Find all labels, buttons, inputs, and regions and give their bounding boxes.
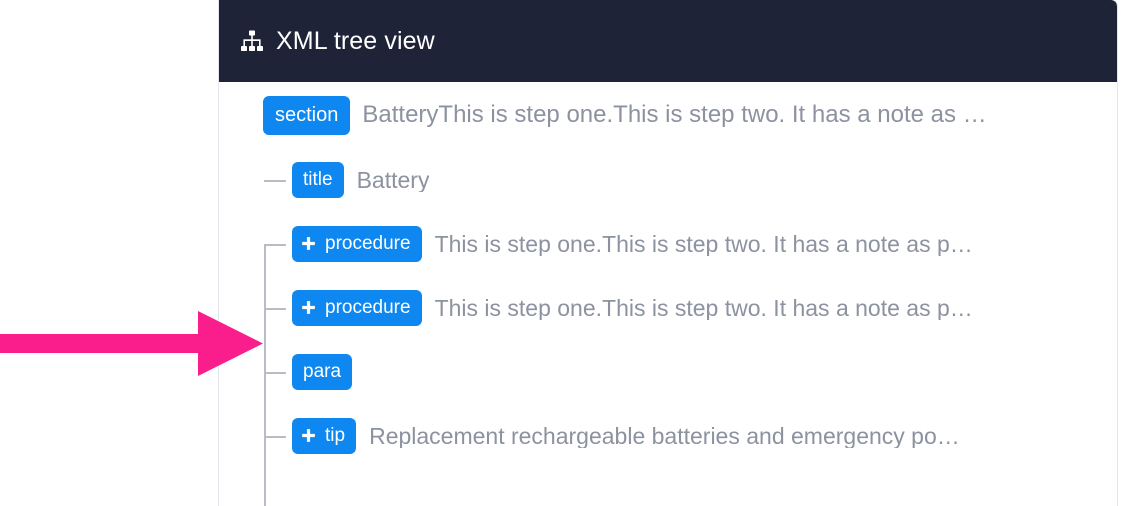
tag-badge-title[interactable]: title [292, 162, 344, 198]
tag-badge-label: procedure [325, 297, 411, 318]
sitemap-icon [241, 30, 263, 51]
node-preview-text: This is step one.This is step two. It ha… [434, 296, 973, 320]
node-preview-text: Battery [356, 168, 430, 192]
tree-row-procedure-2[interactable]: procedure This is step one.This is step … [219, 276, 1117, 340]
tag-badge-label: title [303, 169, 333, 190]
expand-plus-icon[interactable] [301, 428, 316, 443]
tree-trunk-line [264, 245, 266, 506]
tag-badge-procedure[interactable]: procedure [292, 290, 422, 326]
tree-row-tip[interactable]: tip Replacement rechargeable batteries a… [219, 404, 1117, 468]
tag-badge-procedure[interactable]: procedure [292, 226, 422, 262]
card-header: XML tree view [219, 0, 1117, 82]
tag-badge-label: procedure [325, 233, 411, 254]
tag-badge-section[interactable]: section [263, 95, 351, 135]
expand-plus-icon[interactable] [301, 300, 316, 315]
tag-badge-label: para [303, 361, 342, 382]
node-preview-text: This is step one.This is step two. It ha… [434, 232, 973, 256]
tree-row-title[interactable]: title Battery [219, 148, 1117, 212]
tree-body: section BatteryThis is step one.This is … [219, 82, 1117, 506]
tree-row-para[interactable]: para [219, 340, 1117, 404]
tag-badge-tip[interactable]: tip [292, 418, 357, 454]
tree-row-section[interactable]: section BatteryThis is step one.This is … [219, 82, 1117, 148]
tag-badge-para[interactable]: para [292, 354, 353, 390]
tree-row-procedure-1[interactable]: procedure This is step one.This is step … [219, 212, 1117, 276]
tag-badge-label: tip [325, 425, 346, 446]
node-preview-text: BatteryThis is step one.This is step two… [362, 103, 987, 127]
page-title: XML tree view [276, 26, 435, 55]
tag-badge-label: section [275, 103, 339, 126]
expand-plus-icon[interactable] [301, 236, 316, 251]
xml-tree-view-card: XML tree view section BatteryThis is ste… [218, 0, 1118, 506]
node-preview-text: Replacement rechargeable batteries and e… [369, 424, 960, 448]
